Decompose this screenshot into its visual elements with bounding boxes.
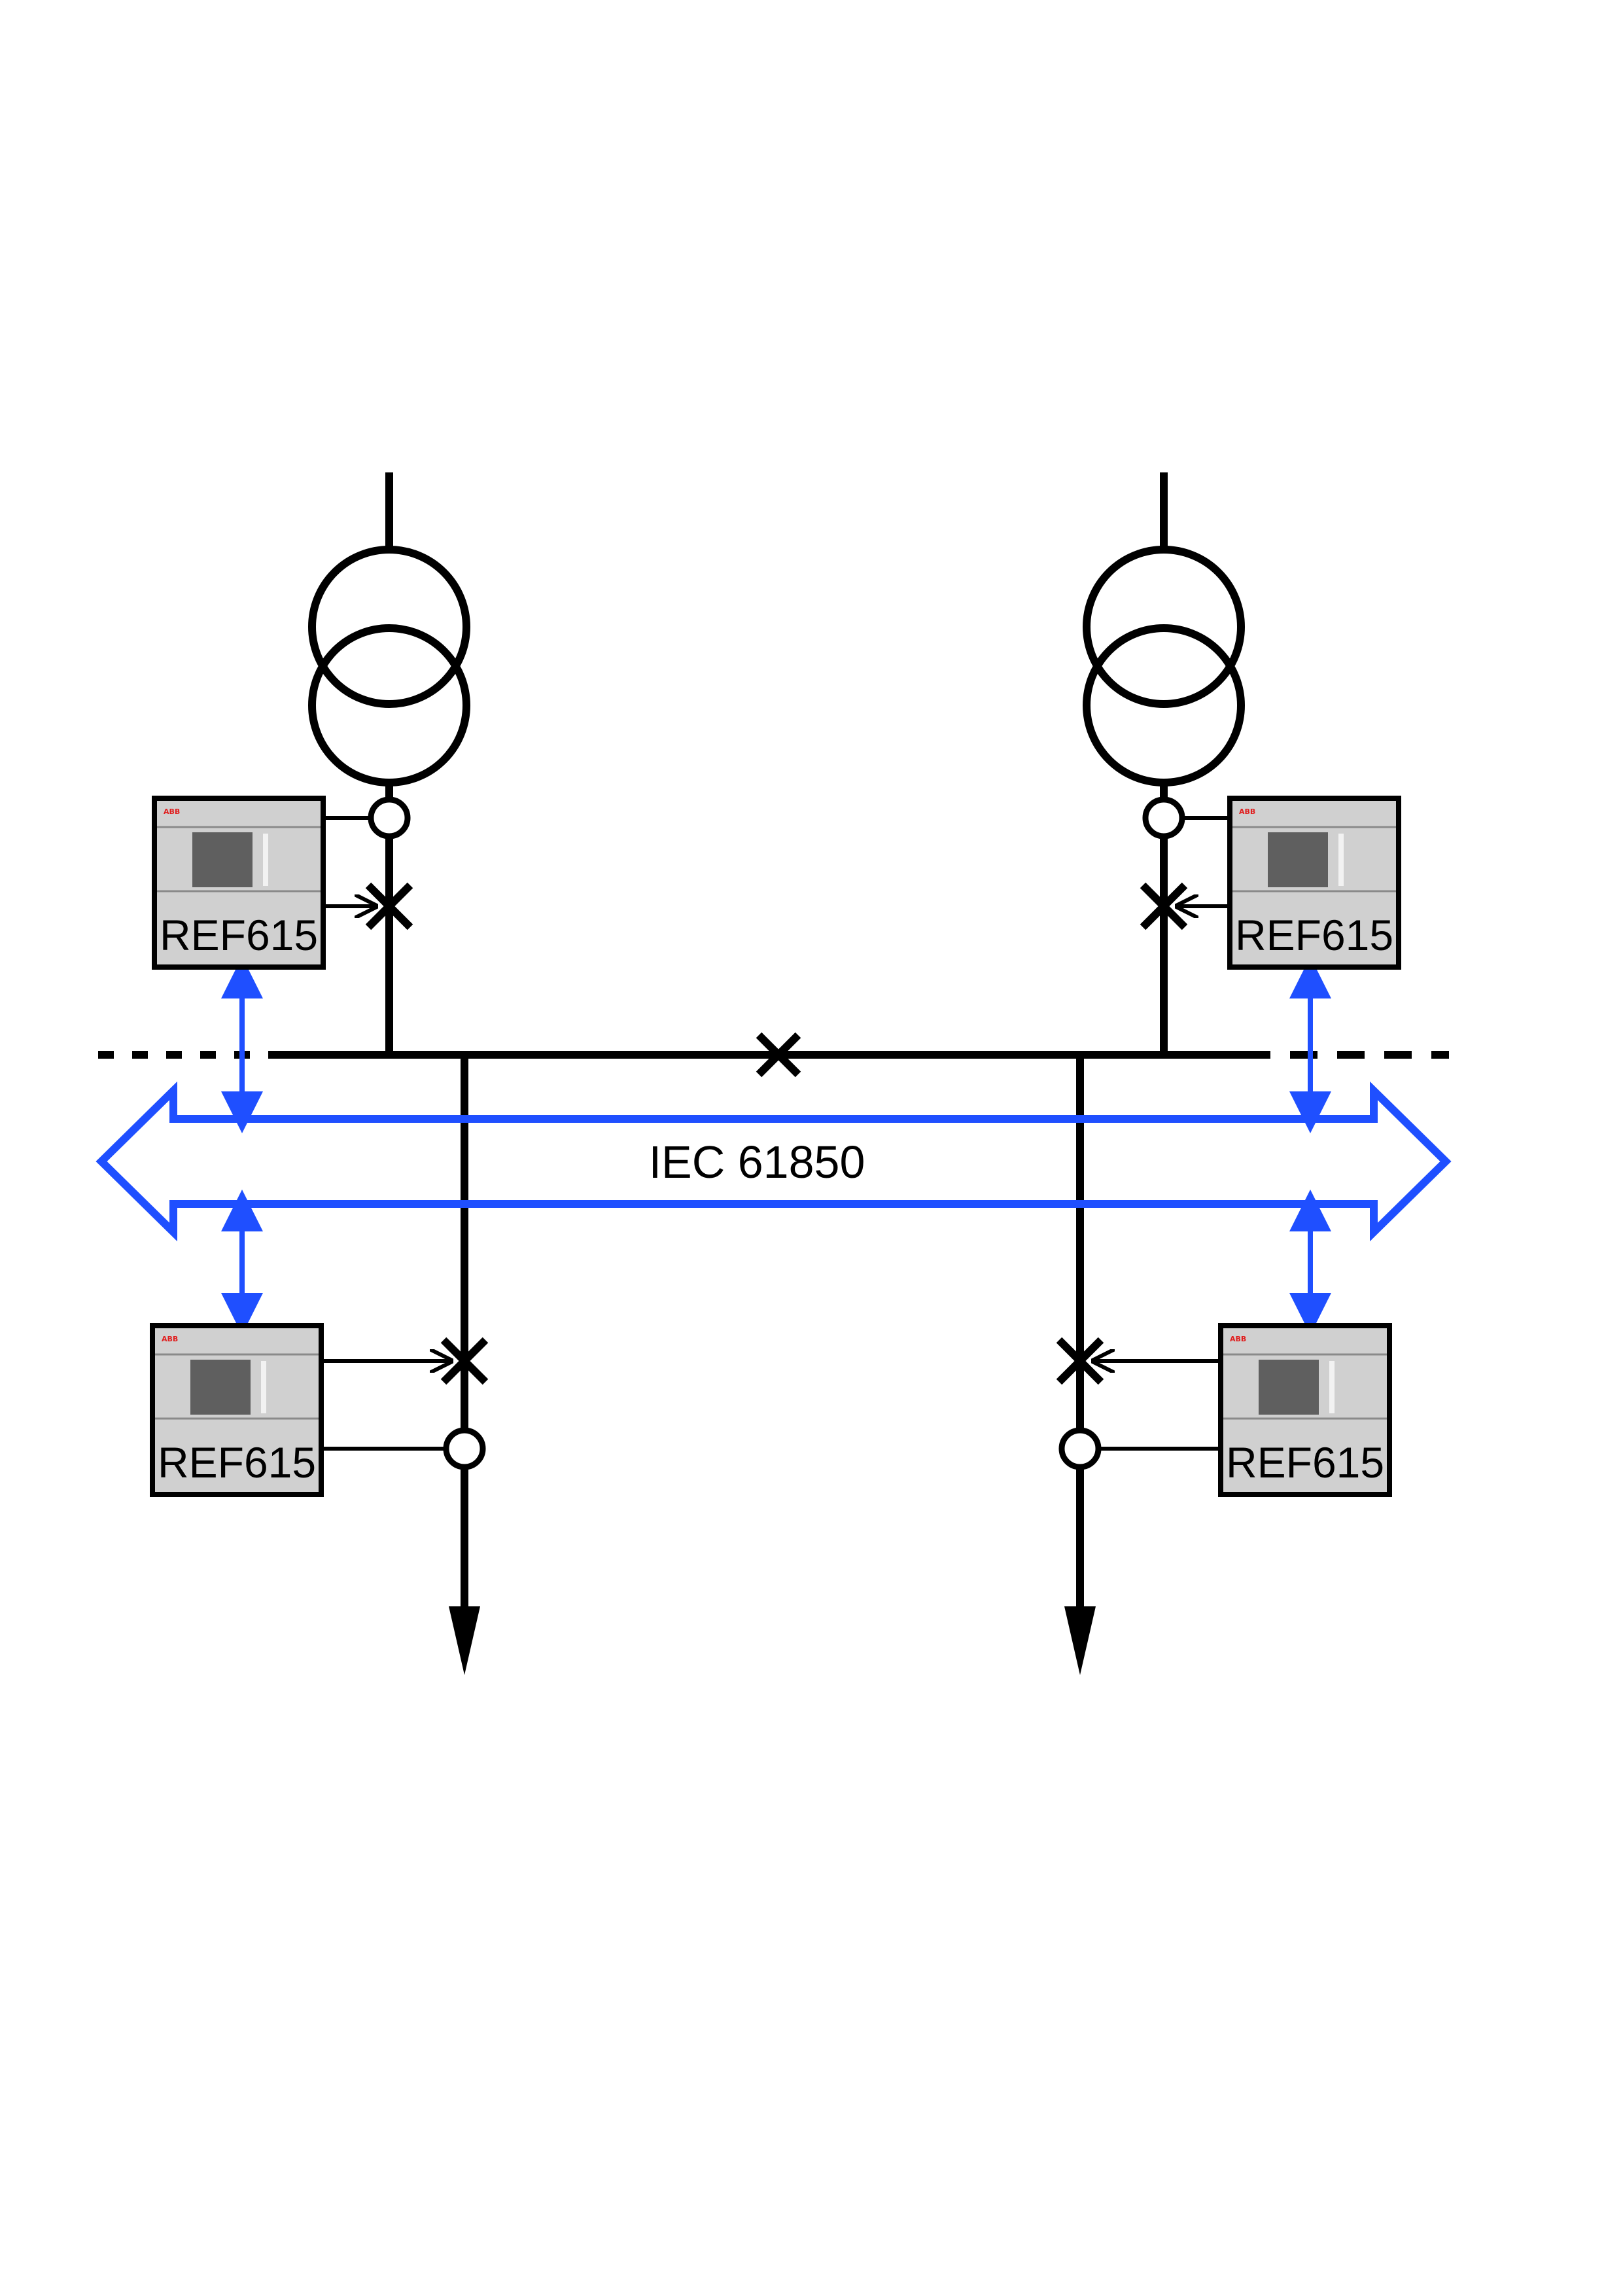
network-double-arrow <box>96 1081 1452 1242</box>
feeder-left-outgoing-arrow <box>449 1606 480 1675</box>
relay-transformer-right: ABB REF615 <box>1227 796 1401 970</box>
relay-logo: ABB <box>1230 1335 1246 1343</box>
relay-led-column <box>1329 1361 1335 1413</box>
iec61850-network-bus: IEC 61850 <box>96 1081 1452 1242</box>
transformer-right-winding-primary <box>1083 546 1245 708</box>
relay-feeder-right: ABB REF615 <box>1218 1323 1392 1497</box>
relay-led-column <box>261 1361 266 1413</box>
relay-led-column <box>1338 834 1344 886</box>
busbar <box>98 1032 1449 1078</box>
relay-wiring <box>321 816 1230 1451</box>
transformer-bay-left <box>308 472 470 1055</box>
current-transformer-right-symbol <box>1142 796 1185 839</box>
relay-led-column <box>263 834 268 886</box>
relay-logo: ABB <box>162 1335 178 1343</box>
feeder-right-outgoing-arrow <box>1064 1606 1096 1675</box>
breaker-left-transformer-symbol <box>365 882 413 930</box>
relay-screen <box>1268 832 1328 887</box>
current-transformer-right-feeder-symbol <box>1058 1427 1102 1470</box>
relay-feeder-left: ABB REF615 <box>150 1323 324 1497</box>
relay-label: REF615 <box>160 911 318 959</box>
communication-links <box>221 957 1331 1335</box>
relay-transformer-left: ABB REF615 <box>152 796 326 970</box>
feeder-right <box>1056 1055 1104 1675</box>
breaker-left-feeder-symbol <box>440 1337 489 1385</box>
relay-screen <box>1259 1360 1319 1415</box>
relay-logo: ABB <box>1239 807 1255 816</box>
transformer-left-winding-primary <box>308 546 470 708</box>
relay-label: REF615 <box>158 1438 316 1487</box>
network-label: IEC 61850 <box>649 1137 865 1188</box>
relay-label: REF615 <box>1226 1438 1384 1487</box>
current-transformer-left-feeder-symbol <box>443 1427 486 1470</box>
breaker-right-transformer-symbol <box>1140 882 1188 930</box>
relay-screen <box>192 832 253 887</box>
transformer-bay-right <box>1083 472 1245 1055</box>
bus-tie-breaker-symbol <box>756 1032 801 1078</box>
breaker-right-feeder-symbol <box>1056 1337 1104 1385</box>
relay-screen <box>190 1360 251 1415</box>
relay-label: REF615 <box>1235 911 1393 959</box>
relay-logo: ABB <box>164 807 180 816</box>
current-transformer-left-symbol <box>368 796 411 839</box>
feeder-left <box>440 1055 489 1675</box>
